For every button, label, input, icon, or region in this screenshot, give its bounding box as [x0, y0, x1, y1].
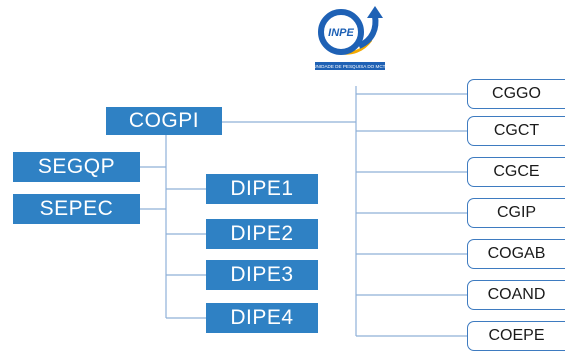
node-cogab: COGAB	[467, 239, 565, 269]
logo-arrow-head	[367, 6, 383, 18]
node-label: SEPEC	[39, 197, 114, 220]
logo-tagline-bar	[315, 62, 385, 70]
node-sepec: SEPEC	[13, 194, 140, 224]
node-cggo: CGGO	[467, 79, 565, 109]
node-cgce: CGCE	[467, 157, 565, 187]
node-label: COEPE	[488, 327, 545, 344]
node-label: SEGQP	[37, 155, 116, 178]
node-label: DIPE3	[230, 263, 294, 286]
node-label: DIPE2	[230, 222, 294, 245]
node-label: DIPE4	[230, 306, 294, 329]
node-label: COGPI	[128, 109, 200, 132]
node-label: CGCE	[493, 163, 540, 180]
node-dipe1: DIPE1	[206, 174, 318, 204]
logo-ring	[318, 9, 364, 55]
node-cgct: CGCT	[467, 116, 565, 146]
inpe-logo: INPE UNIDADE DE PESQUISA DO MCTI	[313, 6, 387, 70]
node-cgip: CGIP	[467, 198, 565, 228]
node-segqp: SEGQP	[13, 152, 140, 182]
logo-wordmark: INPE	[328, 27, 354, 39]
node-dipe3: DIPE3	[206, 260, 318, 290]
node-label: CGGO	[492, 85, 541, 102]
node-label: CGCT	[493, 122, 540, 139]
node-coepe: COEPE	[467, 321, 565, 351]
node-coand: COAND	[467, 280, 565, 310]
node-label: DIPE1	[230, 177, 294, 200]
node-label: COAND	[487, 286, 546, 303]
node-dipe4: DIPE4	[206, 303, 318, 333]
node-label: CGIP	[496, 204, 537, 221]
node-cogpi: COGPI	[106, 107, 222, 135]
logo-tagline: UNIDADE DE PESQUISA DO MCTI	[313, 64, 387, 69]
node-label: COGAB	[487, 245, 546, 262]
logo-arrow-shaft	[357, 15, 379, 49]
node-dipe2: DIPE2	[206, 219, 318, 249]
